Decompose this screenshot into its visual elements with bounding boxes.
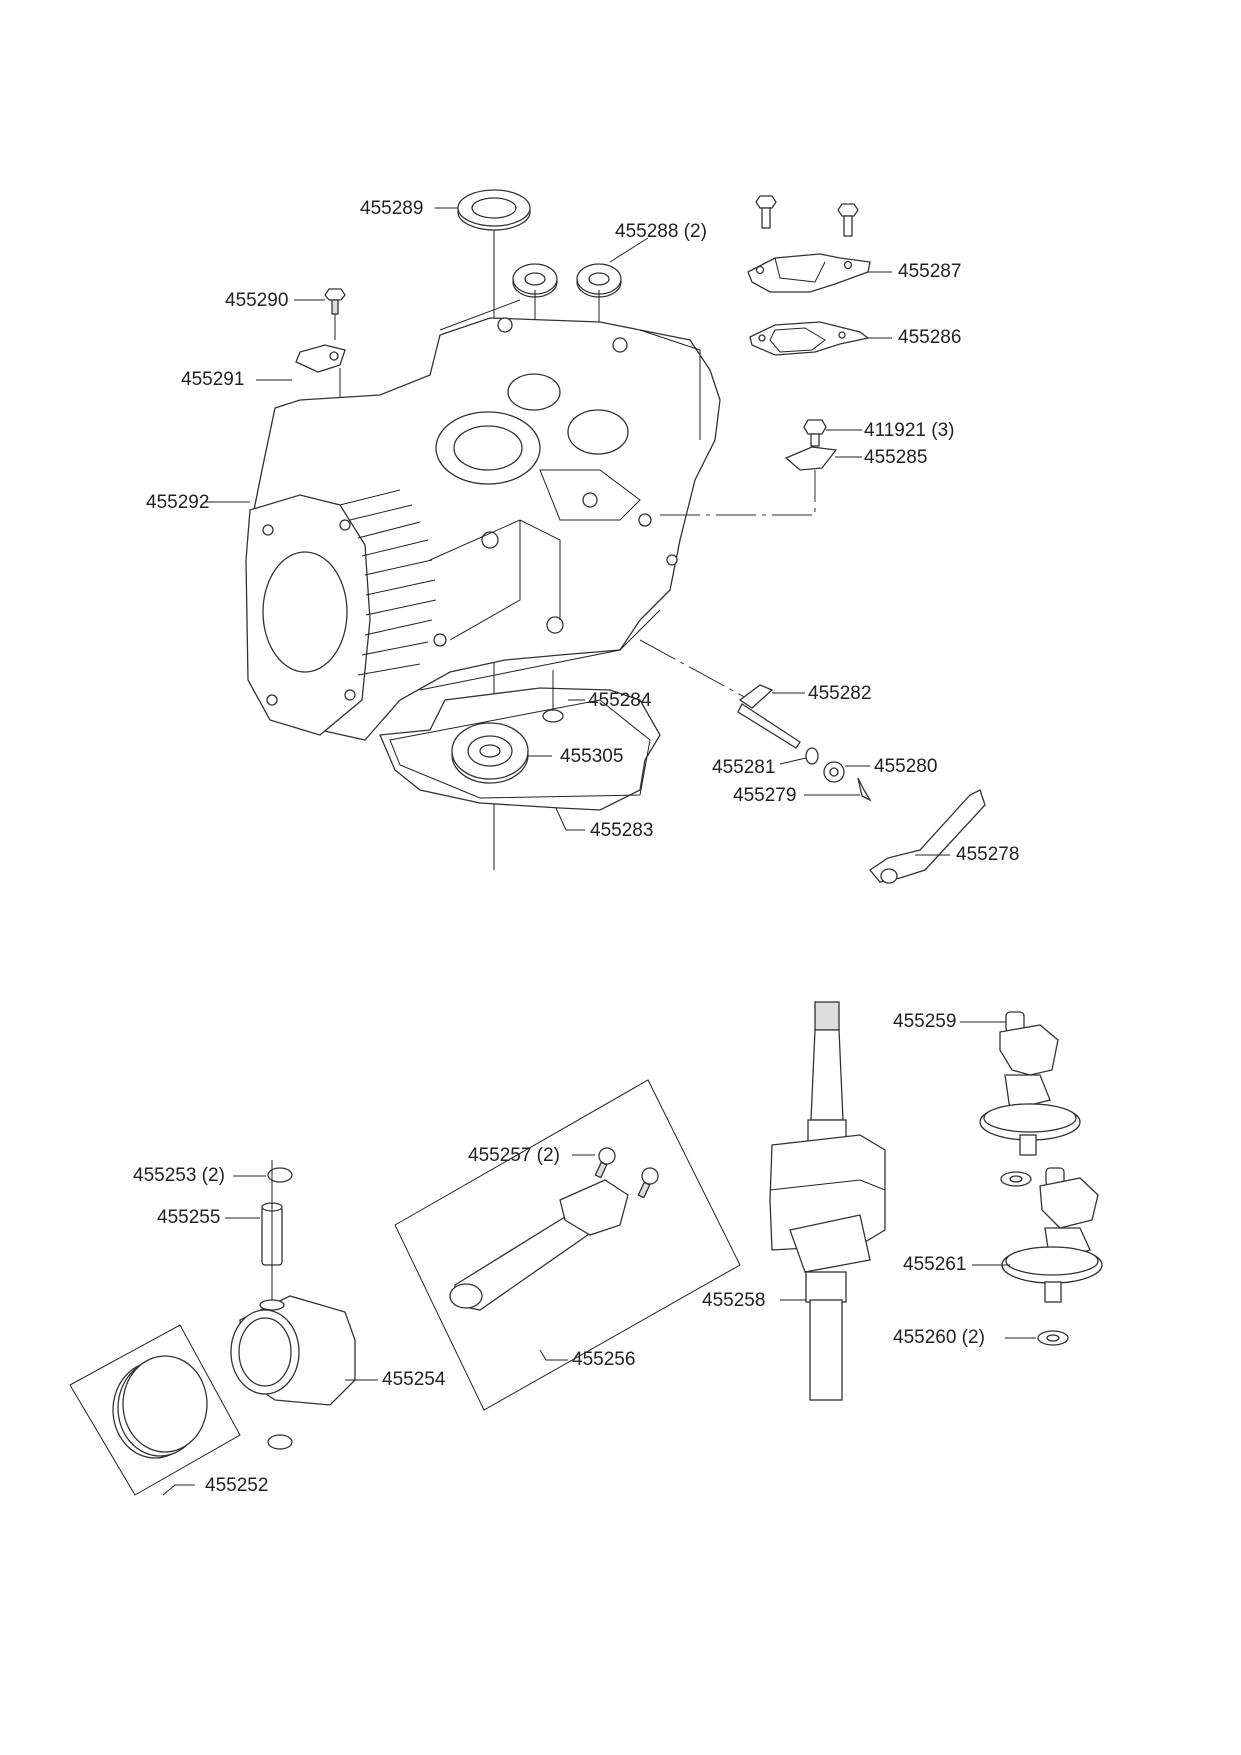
clip-455253-bottom [267, 1434, 293, 1450]
bushing-455280 [823, 761, 845, 783]
camshaft-455261 [1001, 1167, 1103, 1303]
label-455253: 455253 (2) [133, 1165, 225, 1186]
label-455259: 455259 [893, 1011, 957, 1032]
ring-set-box [69, 1324, 241, 1496]
label-455260: 455260 (2) [893, 1327, 985, 1348]
label-455255: 455255 [157, 1207, 221, 1228]
bolt-top-b [837, 203, 859, 237]
bolt-411921 [803, 419, 827, 447]
label-411921: 411921 (3) [864, 420, 955, 441]
connecting-rod-455256 [449, 1179, 629, 1311]
bolt-top-a [755, 195, 777, 229]
label-455286: 455286 [898, 327, 962, 348]
bolt-455257-a [594, 1147, 616, 1179]
washer-455281 [805, 747, 819, 765]
label-455254: 455254 [382, 1369, 446, 1390]
clip-455279 [857, 777, 872, 802]
label-455287: 455287 [898, 261, 962, 282]
label-455282: 455282 [808, 683, 872, 704]
label-455283: 455283 [590, 820, 654, 841]
breather-tube-455278 [869, 789, 986, 883]
camshaft-455259 [979, 1011, 1081, 1156]
washer-455284 [542, 709, 564, 723]
label-455278: 455278 [956, 844, 1020, 865]
label-455252: 455252 [205, 1475, 269, 1496]
plate-455285 [784, 446, 838, 471]
bracket-455291 [295, 344, 346, 373]
gasket-455286 [749, 321, 870, 356]
cover-455287 [747, 253, 871, 293]
governor-shaft-455282 [737, 684, 801, 749]
piston-rings-455252 [112, 1355, 208, 1459]
label-455257: 455257 (2) [468, 1145, 560, 1166]
label-455285: 455285 [864, 447, 928, 468]
label-455291: 455291 [181, 369, 245, 390]
label-455290: 455290 [225, 290, 289, 311]
label-455284: 455284 [588, 690, 652, 711]
bolt-455257-b [637, 1167, 659, 1199]
piston-455254 [230, 1295, 356, 1406]
label-455258: 455258 [702, 1290, 766, 1311]
connecting-rod-box [394, 1079, 741, 1411]
label-455280: 455280 [874, 756, 938, 777]
clip-455253-top [267, 1167, 293, 1183]
oil-seal-455289 [457, 189, 531, 231]
bolt-455290 [324, 288, 346, 315]
label-455288: 455288 (2) [615, 221, 707, 242]
crankcase-455292 [245, 299, 721, 741]
label-455261: 455261 [903, 1254, 967, 1275]
bearing-455305 [451, 722, 529, 784]
crankshaft-455258 [769, 1001, 886, 1401]
label-455281: 455281 [712, 757, 776, 778]
label-455289: 455289 [360, 198, 424, 219]
label-455292: 455292 [146, 492, 210, 513]
label-455256: 455256 [572, 1349, 636, 1370]
label-455279: 455279 [733, 785, 797, 806]
label-455305: 455305 [560, 746, 624, 767]
